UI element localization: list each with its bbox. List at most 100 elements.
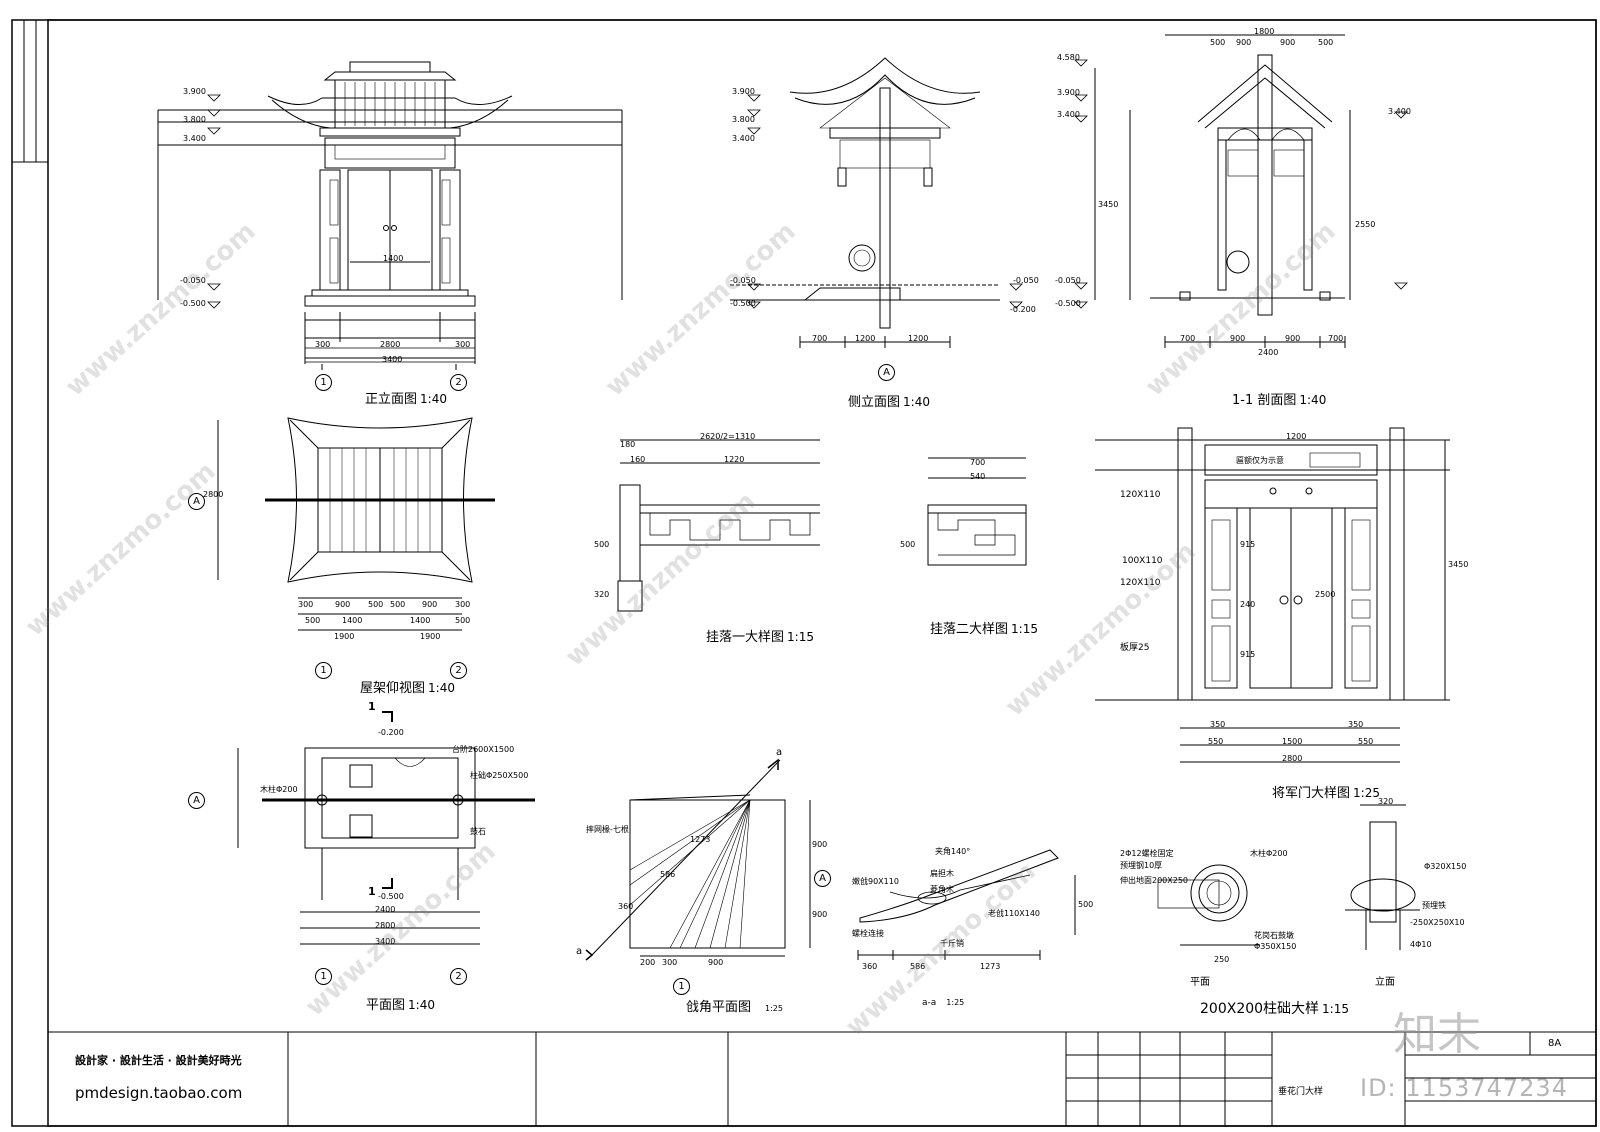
title-text: 正立面图 xyxy=(365,392,418,407)
watermark-logo: 知末 xyxy=(1393,1009,1481,1060)
dim-corner: 586 xyxy=(660,870,676,879)
dim-side-2: 1200 xyxy=(855,334,876,343)
dim-corner: 360 xyxy=(618,902,634,911)
elevation-label: -0.500 xyxy=(180,299,206,308)
side-elevation xyxy=(730,57,1000,348)
dim-aa: 500 xyxy=(1078,900,1094,909)
elevation-label: 3.800 xyxy=(183,115,206,124)
dim-corner: 900 xyxy=(812,840,828,849)
axis-bubble-1: 1 xyxy=(315,968,332,985)
elevation-label: -0.200 xyxy=(378,728,404,737)
title-scale: 1:40 xyxy=(1299,393,1327,407)
dim-front-2: 2800 xyxy=(380,340,401,349)
door-sign-note: 匾额仅为示意 xyxy=(1236,456,1284,465)
aa-angle: 夹角140° xyxy=(935,847,971,856)
title-scale: 1:25 xyxy=(946,998,965,1007)
elevation-label: -0.050 xyxy=(730,276,756,285)
title-scale: 1:40 xyxy=(420,392,447,406)
title-text: 200X200柱础大样 xyxy=(1200,1001,1320,1017)
dim-roof: 1400 xyxy=(410,616,431,625)
axis-bubble-a: A xyxy=(188,792,205,809)
dim-roof: 300 xyxy=(455,600,471,609)
axis-bubble-a: A xyxy=(878,364,895,381)
elevation-label: 3.900 xyxy=(183,87,206,96)
title-scale: 1:40 xyxy=(408,998,435,1012)
door-label: 120X110 xyxy=(1120,578,1161,588)
front-elevation xyxy=(157,61,623,370)
dim-front-1: 300 xyxy=(315,340,331,349)
axis-bubble-1: 1 xyxy=(673,978,690,995)
title-scale: 1:25 xyxy=(765,1004,783,1013)
dim-door-bottom: 550 xyxy=(1208,737,1224,746)
title-scale: 1:15 xyxy=(1322,1002,1349,1016)
watermark-id: ID: 1153747234 xyxy=(1360,1074,1568,1102)
dim-corner: 900 xyxy=(708,958,724,967)
dim-base: 320 xyxy=(1378,797,1394,806)
title-scale: 1:15 xyxy=(787,630,814,644)
axis-bubble-2: 2 xyxy=(450,374,467,391)
dim-section: 700 xyxy=(1180,334,1196,343)
dim-aa: 360 xyxy=(862,962,878,971)
section-cut-mark-a: a xyxy=(776,747,783,758)
dim-roof: 300 xyxy=(298,600,314,609)
dim-plan: 2800 xyxy=(375,921,396,930)
base-label: 4Φ10 xyxy=(1410,940,1432,949)
dim-roof: 500 xyxy=(455,616,471,625)
title-scale: 1:40 xyxy=(428,681,455,695)
dim-corner: 900 xyxy=(812,910,828,919)
base-label: 预埋铁 xyxy=(1422,901,1446,910)
title-text: 侧立面图 xyxy=(848,395,901,410)
title-text: 平面图 xyxy=(366,998,406,1013)
drawing-number: 8A xyxy=(1548,1038,1562,1049)
dim-door-bottom: 1500 xyxy=(1282,737,1303,746)
base-label: 2Φ12螺栓固定 xyxy=(1120,849,1174,858)
aa-label: 螺栓连接 xyxy=(852,929,884,938)
dim-door-bottom: 350 xyxy=(1210,720,1226,729)
title-text: 1-1 剖面图 xyxy=(1232,393,1297,408)
corner-section xyxy=(857,849,1076,960)
elevation-label: 3.400 xyxy=(1388,107,1411,116)
section-view xyxy=(1094,34,1351,348)
plan-label: 台阶2600X1500 xyxy=(452,745,515,754)
elevation-label: -0.500 xyxy=(378,892,404,901)
section-cut-mark-a: a xyxy=(576,946,583,957)
elevation-label: 3.900 xyxy=(732,87,755,96)
corner-label: 摔网椽-七根 xyxy=(586,825,629,834)
dim-side-1: 700 xyxy=(812,334,828,343)
dim-roof: 500 xyxy=(390,600,406,609)
dim-door-top: 1200 xyxy=(1286,432,1307,441)
dim-door-panel: 240 xyxy=(1240,600,1256,609)
dim-door-bottom: 350 xyxy=(1348,720,1364,729)
elevation-label: -0.200 xyxy=(1010,305,1036,314)
dim-fascia2-top: 700 xyxy=(970,458,986,467)
plan-label: 鼓石 xyxy=(470,827,486,836)
door-label: 100X110 xyxy=(1122,556,1163,566)
dim-aa: 1273 xyxy=(980,962,1001,971)
dim-door-panel: 915 xyxy=(1240,650,1256,659)
title-text: 戗角平面图 xyxy=(686,1000,752,1015)
title-scale: 1:25 xyxy=(1353,786,1380,800)
corner-plan xyxy=(585,758,811,961)
dim-door-height: 2500 xyxy=(1315,590,1336,599)
base-label: Φ320X150 xyxy=(1424,862,1467,871)
roof-plan xyxy=(217,417,495,631)
dim-fascia1-height: 320 xyxy=(594,590,610,599)
base-label: Φ350X150 xyxy=(1254,942,1297,951)
elevation-label: -0.500 xyxy=(730,299,756,308)
dim-section: 500 xyxy=(1210,38,1226,47)
dim-corner: 200 xyxy=(640,958,656,967)
dim-fascia2-height: 500 xyxy=(900,540,916,549)
title-text: 挂落一大样图 xyxy=(706,630,785,645)
dim-section: 900 xyxy=(1230,334,1246,343)
dim-fascia1: 180 xyxy=(620,440,636,449)
column-base xyxy=(1157,804,1420,950)
dim-front-3: 300 xyxy=(455,340,471,349)
dim-roof: 500 xyxy=(368,600,384,609)
brand-tagline: 設計家 · 設計生活 · 設計美好時光 xyxy=(75,1054,242,1067)
axis-bubble-2: 2 xyxy=(450,662,467,679)
